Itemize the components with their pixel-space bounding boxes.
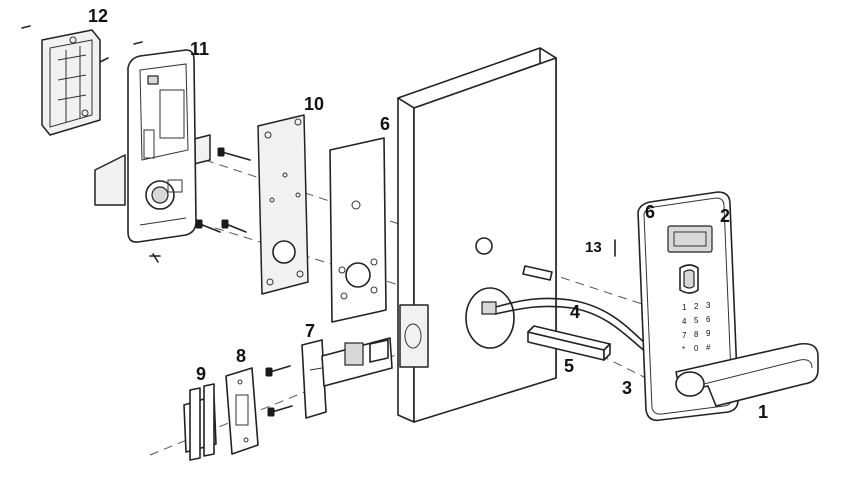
label-8: 8: [236, 346, 246, 366]
svg-text:0: 0: [694, 344, 699, 353]
mounting-plate: [257, 114, 309, 295]
label-12: 12: [88, 6, 108, 26]
label-6-front: 6: [645, 202, 655, 222]
label-7: 7: [305, 321, 315, 341]
latch-screws: [265, 365, 293, 417]
svg-text:1: 1: [682, 303, 687, 312]
label-4: 4: [570, 302, 580, 322]
keypad: 1 2 3 4 5 6 7 8 9 * 0 #: [682, 301, 711, 354]
svg-text:3: 3: [706, 301, 711, 310]
svg-text:#: #: [706, 343, 711, 352]
strike-box: [183, 383, 217, 461]
label-3: 3: [622, 378, 632, 398]
label-9: 9: [196, 364, 206, 384]
label-5: 5: [564, 356, 574, 376]
screw-icon: [21, 25, 143, 63]
long-screws: [195, 147, 251, 233]
rear-gasket: [329, 137, 387, 323]
lever-handle: [675, 342, 819, 407]
svg-text:8: 8: [694, 330, 699, 339]
label-10: 10: [304, 94, 324, 114]
square-spindle-bar: [527, 325, 611, 361]
label-13: 13: [585, 239, 602, 256]
svg-text:9: 9: [706, 329, 711, 338]
label-6-rear: 6: [380, 114, 390, 134]
door: [397, 47, 557, 423]
svg-text:6: 6: [706, 315, 711, 324]
connecting-cable: [481, 297, 649, 353]
svg-text:7: 7: [682, 331, 687, 340]
latch-bolt: [301, 337, 393, 419]
rear-body: [94, 49, 211, 243]
label-1: 1: [758, 402, 768, 422]
screw-icon-lower: [149, 253, 161, 263]
svg-text:2: 2: [694, 302, 699, 311]
svg-text:5: 5: [694, 316, 699, 325]
part-labels: 12 11 10 6 6 2 13 4 5 3 1 7 8 9: [88, 6, 768, 422]
svg-text:4: 4: [682, 317, 687, 326]
strike-plate: [225, 367, 259, 455]
screw-post: [522, 239, 616, 281]
svg-text:*: *: [682, 345, 685, 354]
label-2: 2: [720, 206, 730, 226]
battery-cover: [41, 29, 101, 136]
label-11: 11: [190, 39, 209, 59]
